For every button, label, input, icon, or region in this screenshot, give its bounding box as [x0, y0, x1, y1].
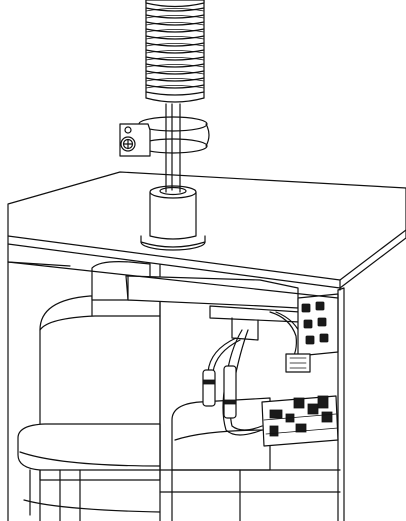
terminal-block [285, 293, 339, 373]
mounting-screw [119, 123, 151, 157]
wire-harness [202, 311, 303, 436]
circuit-board [261, 395, 339, 447]
cylindrical-tank [17, 261, 161, 521]
sleeve [140, 185, 206, 251]
coiled-probe [145, 0, 205, 103]
housing-wall [7, 261, 341, 521]
right-wall [337, 287, 345, 521]
probe-rod [165, 103, 181, 193]
top-cover [7, 171, 406, 299]
